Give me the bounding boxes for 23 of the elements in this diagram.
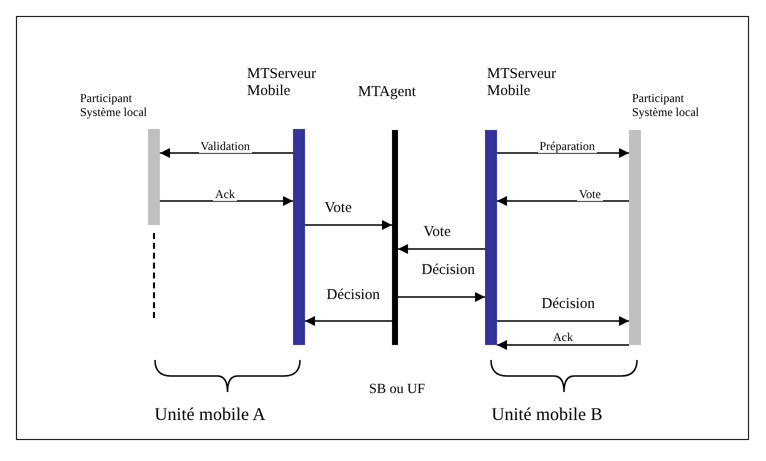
- arrow: [497, 340, 629, 350]
- arrow: [497, 316, 629, 326]
- edge-label: Ack: [213, 188, 237, 202]
- participant-label: Participant Système local: [632, 92, 700, 120]
- arrow: [305, 316, 392, 326]
- server-label: MTServeur Mobile: [487, 66, 558, 100]
- agent-label: MTAgent: [358, 84, 416, 102]
- arrow: [160, 196, 293, 206]
- arrow: [497, 196, 629, 206]
- server-label: MTServeur Mobile: [247, 66, 318, 100]
- group-label: SB ou UF: [369, 382, 426, 398]
- participant-label: Participant Système local: [80, 92, 148, 120]
- arrow: [160, 148, 293, 158]
- unit-label: Unité mobile B: [492, 405, 602, 425]
- arrow: [305, 220, 392, 230]
- edge-label: Vote: [577, 188, 603, 202]
- arrow: [497, 148, 629, 158]
- edge-label: Ack: [551, 331, 575, 344]
- arrow: [398, 292, 485, 302]
- edge-label: Préparation: [538, 140, 597, 154]
- arrow: [398, 244, 485, 254]
- edge-label: Validation: [198, 140, 252, 154]
- unit-label: Unité mobile A: [154, 405, 266, 425]
